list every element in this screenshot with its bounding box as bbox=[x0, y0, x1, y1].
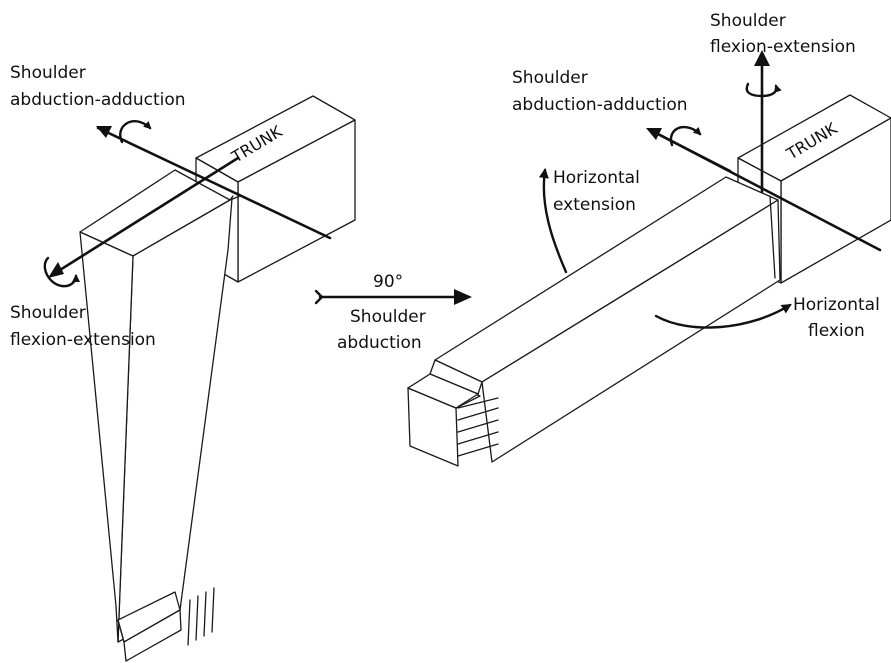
right-flexion-label-line2: flexion-extension bbox=[710, 37, 856, 57]
right-abduction-rotation-arrow bbox=[669, 125, 702, 147]
right-flexion-rotation-arrow bbox=[745, 82, 782, 98]
horizontal-flexion-label-line2: flexion bbox=[808, 321, 865, 341]
right-abduction-axis-arrowhead bbox=[646, 128, 662, 140]
transition-label-line3: abduction bbox=[337, 333, 422, 353]
left-flexion-label-line2: flexion-extension bbox=[10, 330, 156, 350]
horizontal-extension-arrow bbox=[538, 168, 568, 274]
left-flexion-label-line1: Shoulder bbox=[10, 303, 86, 323]
left-abduction-axis-back bbox=[193, 172, 332, 240]
left-flexion-axis-arrowhead bbox=[48, 262, 64, 278]
right-abduction-label-line1: Shoulder bbox=[512, 68, 588, 88]
transition-arrow bbox=[314, 289, 472, 305]
left-abduction-label-line2: abduction-adduction bbox=[10, 90, 186, 110]
left-arm-block bbox=[79, 169, 241, 662]
left-abduction-rotation-arrow bbox=[119, 120, 152, 144]
left-abduction-label-line1: Shoulder bbox=[10, 63, 86, 83]
left-abduction-axis-arrowhead bbox=[96, 126, 112, 138]
right-arm-block bbox=[407, 176, 781, 467]
horizontal-extension-label-line1: Horizontal bbox=[553, 168, 640, 188]
transition-label-line2: Shoulder bbox=[350, 307, 426, 327]
transition-label-line1: 90° bbox=[373, 272, 403, 292]
right-figure: TRUNK Shoulder flexion-extension Shoulde… bbox=[407, 11, 891, 467]
left-figure: TRUNK Shoulder abduction-adduction Shoul… bbox=[10, 63, 356, 662]
horizontal-flexion-label-line1: Horizontal bbox=[793, 295, 880, 315]
right-abduction-axis-front bbox=[648, 128, 732, 173]
horizontal-flexion-arrow bbox=[654, 303, 792, 329]
right-flexion-label-line1: Shoulder bbox=[710, 11, 786, 31]
left-flexion-rotation-arrow bbox=[43, 256, 80, 288]
right-flexion-axis-arrowhead bbox=[754, 50, 770, 66]
horizontal-extension-label-line2: extension bbox=[553, 195, 636, 215]
left-abduction-axis-front bbox=[96, 126, 197, 176]
right-abduction-label-line2: abduction-adduction bbox=[512, 95, 688, 115]
left-flexion-axis bbox=[50, 156, 240, 277]
